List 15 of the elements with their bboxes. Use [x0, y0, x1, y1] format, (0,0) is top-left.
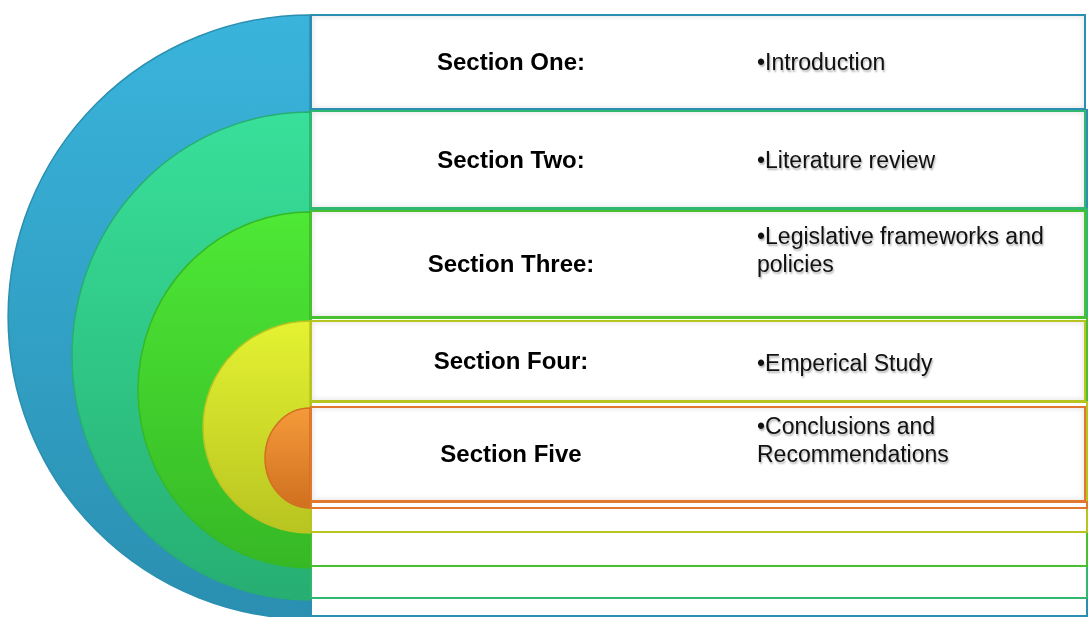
- section-topic: •Legislative frameworks and policies: [757, 222, 1045, 278]
- section-topic: •Emperical Study: [757, 349, 934, 377]
- section-heading: Section Two:: [436, 145, 586, 174]
- section-topic: •Literature review: [757, 145, 937, 174]
- section-band: [310, 320, 1086, 402]
- section-band: [310, 406, 1086, 502]
- section-heading: Section Three:: [426, 250, 596, 278]
- section-heading: Section One:: [436, 48, 586, 76]
- section-band: [310, 14, 1086, 110]
- section-topic: •Conclusions and Recommendations: [757, 412, 950, 468]
- section-heading: Section Five: [439, 440, 583, 468]
- section-band: [310, 110, 1086, 209]
- section-heading: Section Four:: [432, 347, 590, 375]
- section-band: [310, 210, 1086, 318]
- section-topic: •Introduction: [757, 48, 887, 76]
